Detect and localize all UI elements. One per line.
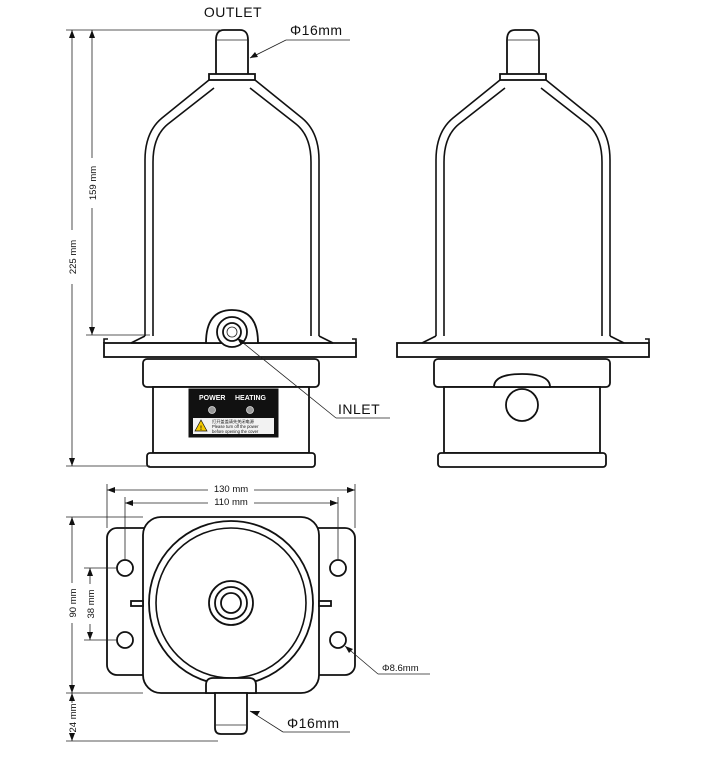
total-height-label: 225 mm: [68, 240, 79, 274]
warning-text-cn: 打开盖盖请先关闭电源: [212, 418, 255, 425]
hole-spacing-label: 38 mm: [86, 589, 97, 618]
pipe-length-label: 24 mm: [68, 703, 79, 732]
warning-triangle-icon: [194, 419, 208, 432]
power-label: POWER: [199, 395, 225, 402]
mount-hole-bottom-right: [329, 631, 347, 649]
outlet-label: OUTLET: [204, 4, 262, 20]
power-led: [208, 406, 216, 414]
top-view: [106, 516, 356, 735]
side-view: [396, 29, 650, 468]
top-dimensions: 130 mm 110 mm 90 mm 38 mm 24 mm Φ8.6mm: [64, 482, 430, 742]
body-height-label: 159 mm: [88, 166, 99, 200]
heating-label: HEATING: [235, 395, 267, 402]
svg-text:!: !: [200, 426, 202, 432]
warning-label: [193, 418, 274, 434]
warning-text-en-1: Please turn off the power: [212, 424, 259, 429]
mount-hole-top-left: [116, 559, 134, 577]
warning-text-en-2: before opening the cover: [212, 429, 259, 434]
depth-label: 90 mm: [68, 588, 79, 617]
mount-hole-bottom-left: [116, 631, 134, 649]
outlet-diameter-label: Φ16mm: [290, 22, 343, 38]
mount-hole-top-right: [329, 559, 347, 577]
front-callouts: OUTLET Φ16mm INLET: [204, 4, 390, 419]
inlet-label: INLET: [338, 401, 380, 417]
front-dimensions: 225 mm 159 mm: [64, 29, 220, 467]
width-inner-label: 110 mm: [214, 497, 248, 508]
side-inlet-port: [505, 388, 539, 422]
heating-led: [246, 406, 254, 414]
hole-diameter-label: Φ8.6mm: [382, 663, 419, 674]
bottom-diameter-label: Φ16mm: [287, 715, 340, 731]
front-view: POWER HEATING ! 打开盖盖请先关闭电源 Please turn o…: [103, 29, 357, 468]
width-outer-label: 130 mm: [214, 484, 248, 495]
